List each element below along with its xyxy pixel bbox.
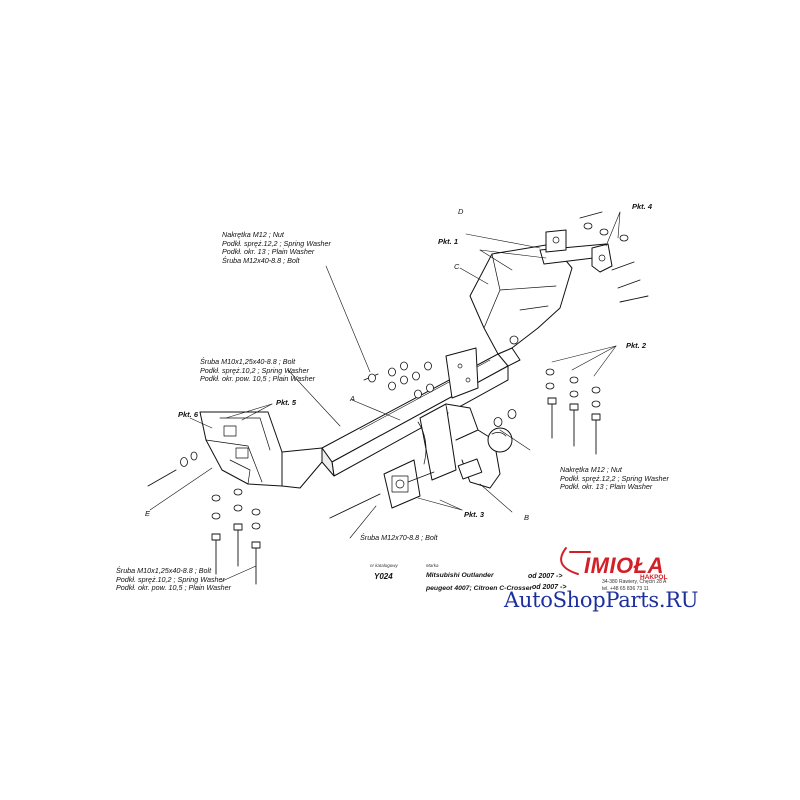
pkt-6: Pkt. 6 (178, 410, 199, 419)
label-line: Śruba M12x40-8.8 ; Bolt (222, 255, 300, 265)
washers (180, 222, 629, 530)
label-bolt-ball: Śruba M12x70-8.8 ; Bolt (360, 533, 438, 543)
left-bracket (199, 411, 323, 489)
letter-c: C (454, 262, 460, 271)
label-nut-right: Nakrętka M12 ; Nut Podkł. spręż.12,2 ; S… (560, 465, 669, 492)
logo-mark (560, 547, 591, 575)
hakpol-label: HAKPOL (640, 574, 668, 581)
pkt-3: Pkt. 3 (464, 510, 485, 519)
model-line-1: Mitsubishi Outlander (426, 572, 494, 579)
label-line: Śruba M12x70-8.8 ; Bolt (360, 533, 438, 542)
watermark-autoshopparts: AutoShopParts.RU (504, 588, 699, 612)
label-bolt-left: Śruba M10x1,25x40-8.8 ; Bolt Podkł. sprę… (200, 357, 316, 384)
pkt-2: Pkt. 2 (626, 341, 647, 350)
label-line: Podkł. okr. pow. 10,5 ; Plain Washer (116, 583, 232, 593)
crossbar-plate (445, 347, 479, 399)
diagonal-bolts (147, 211, 649, 519)
pkt-1: Pkt. 1 (438, 237, 459, 246)
label-line: Śruba M10x1,25x40-8.8 ; Bolt (200, 357, 296, 366)
model-line-2: peugeot 4007; Citroen C-Crosser (426, 585, 533, 592)
label-line: Podkł. spręż.10,2 ; Spring Washer (116, 574, 225, 584)
label-line: Podkł. okr. 13 ; Plain Washer (222, 247, 315, 257)
letter-b: B (524, 513, 530, 522)
label-line: Nakrętka M12 ; Nut (560, 465, 622, 474)
letter-d: D (458, 207, 464, 216)
pkt-5: Pkt. 5 (276, 398, 297, 407)
phone-line: tel. +48 65 836 73 11 (602, 586, 649, 592)
date-1: od 2007 -> (528, 573, 563, 580)
imiola-logo: IMIOŁA (584, 553, 664, 578)
company-address: 34-380 Rawiery, Chęcin 28 A tel. +48 65 … (602, 579, 666, 593)
ball-mount (419, 403, 513, 489)
catalog-code: Y024 (374, 572, 393, 581)
date-2: od 2007 -> (532, 584, 567, 591)
right-bracket-c (469, 243, 573, 355)
catalog-number-label: nr katalogowy (370, 563, 398, 568)
label-line: Podkł. okr. 13 ; Plain Washer (560, 482, 653, 492)
top-bracket-d (539, 229, 613, 273)
brand-label: Marka (426, 563, 439, 568)
label-line: Podkł. spręż.12,2 ; Spring Washer (560, 473, 669, 483)
label-line: Nakrętka M12 ; Nut (222, 230, 284, 239)
address-line: 34-380 Rawiery, Chęcin 28 A (602, 579, 667, 585)
leader-lines (149, 211, 621, 583)
label-line: Podkł. okr. pow. 10,5 ; Plain Washer (200, 374, 316, 384)
label-line: Podkł. spręż.10,2 ; Spring Washer (200, 365, 309, 375)
label-bolt-bottom-left: Śruba M10x1,25x40-8.8 ; Bolt Podkł. sprę… (116, 566, 232, 593)
label-line: Podkł. spręż.12,2 ; Spring Washer (222, 238, 331, 248)
letter-e: E (145, 509, 151, 518)
pkt-4: Pkt. 4 (632, 202, 653, 211)
socket-plate-b (383, 421, 435, 509)
label-line: Śruba M10x1,25x40-8.8 ; Bolt (116, 566, 212, 575)
letter-a: A (350, 394, 356, 403)
vertical-bolts (211, 397, 601, 585)
label-nut-top: Nakrętka M12 ; Nut Podkł. spręż.12,2 ; S… (222, 230, 331, 265)
